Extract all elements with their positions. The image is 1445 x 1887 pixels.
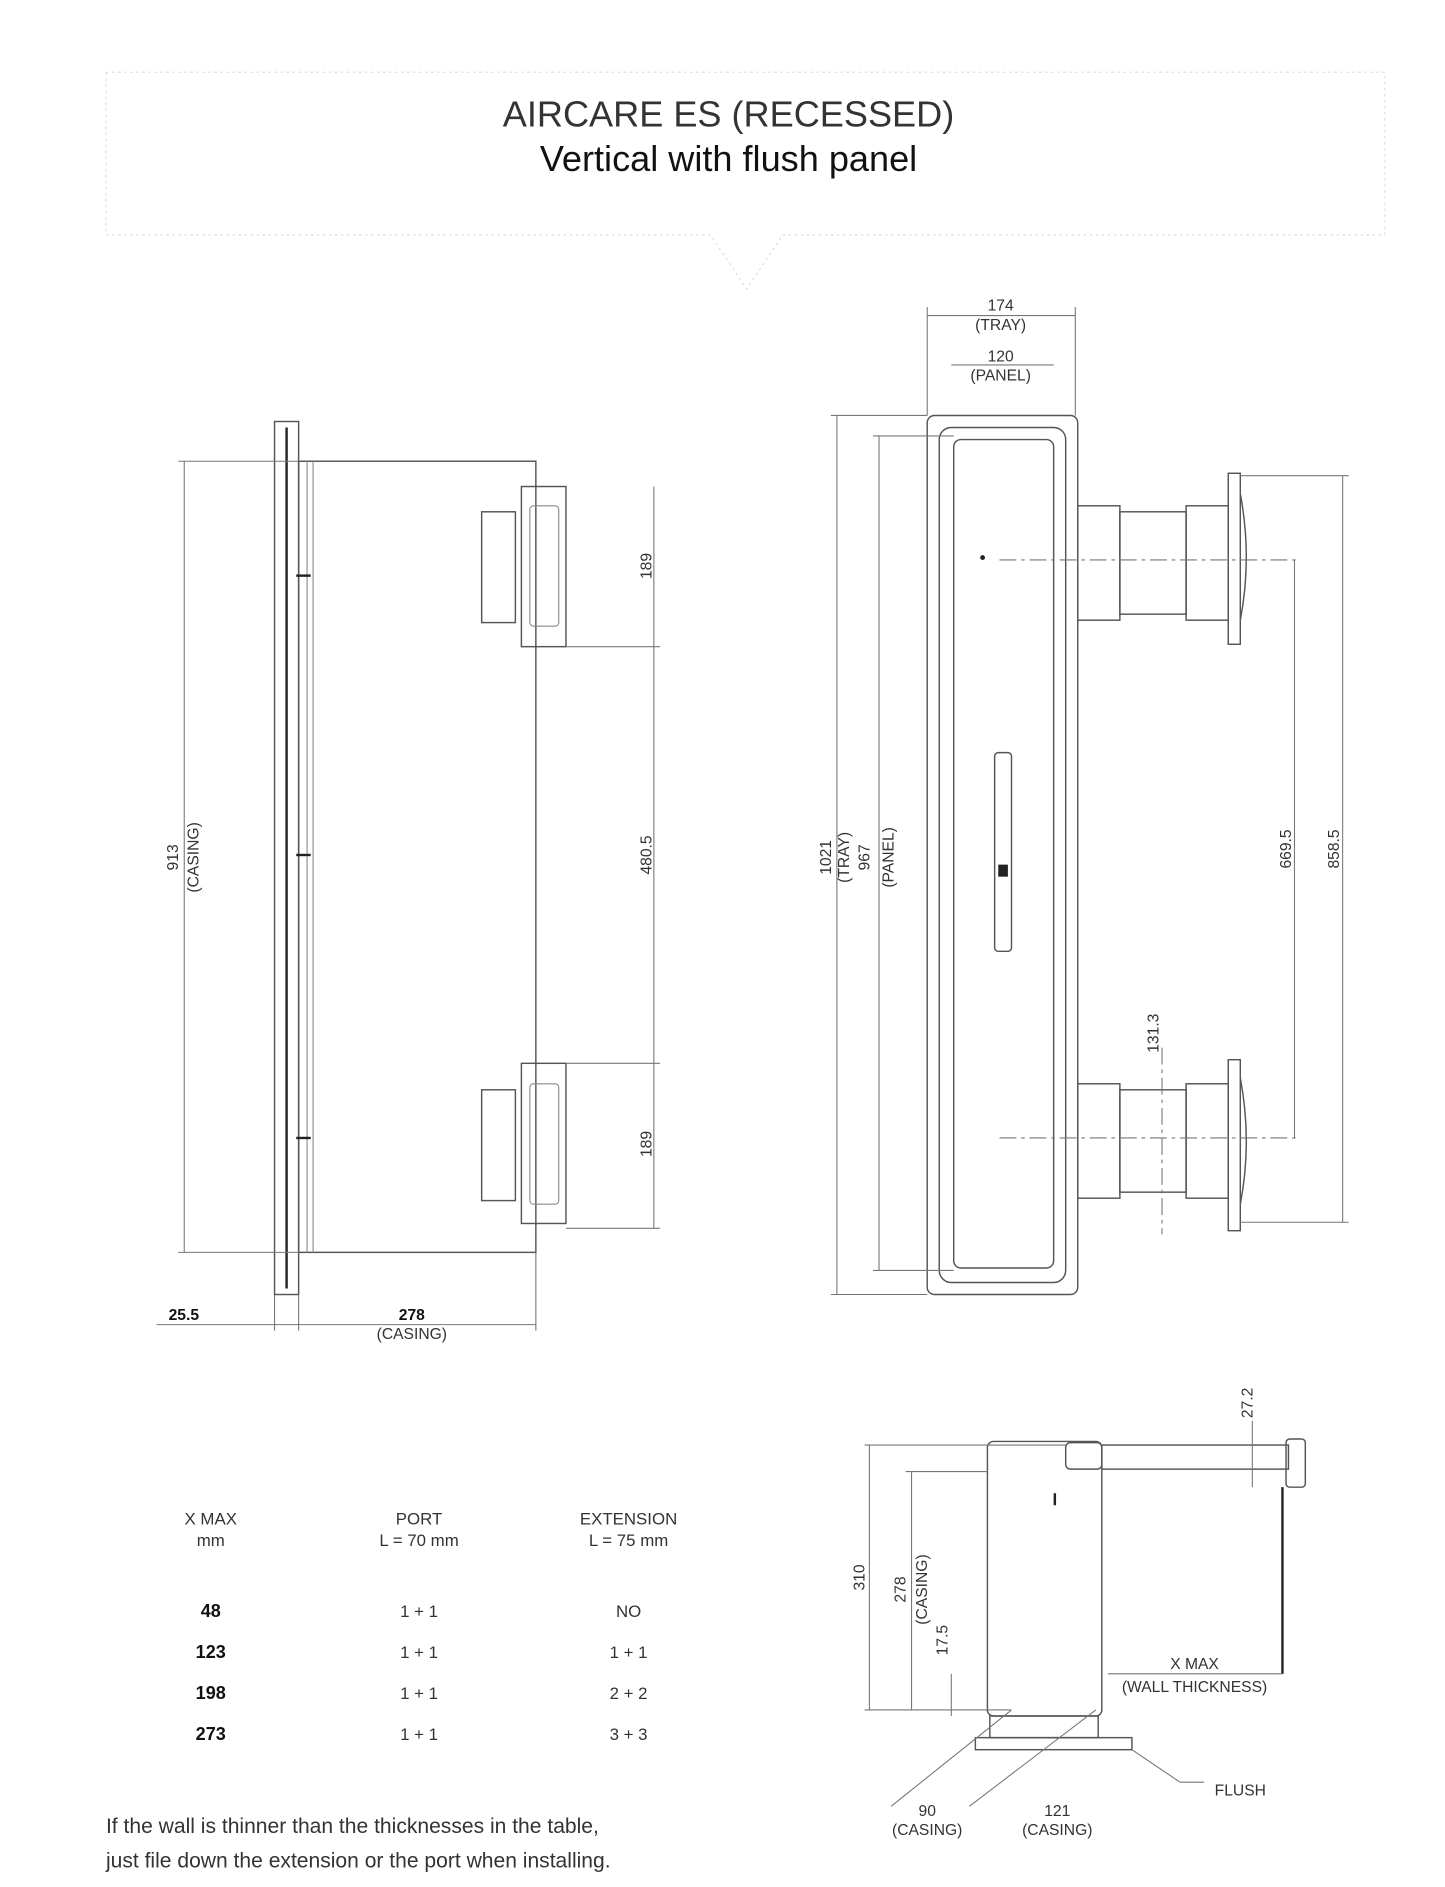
side-view-drawing (830, 307, 1349, 1296)
xmax-table: X MAX mm PORT L = 70 mm EXTENSION L = 75… (185, 1510, 678, 1745)
dim-panel-height-label: (PANEL) (880, 827, 897, 888)
dim-left-casing-label: (CASING) (892, 1822, 962, 1839)
cell-xmax: 198 (196, 1683, 226, 1703)
dim-casing-depth-top-label: (CASING) (914, 1554, 931, 1624)
table-header-xmax-unit: mm (197, 1531, 225, 1550)
top-view-drawing (864, 1420, 1307, 1807)
note-line-2: just file down the extension or the port… (105, 1850, 611, 1873)
cell-extension: 2 + 2 (610, 1684, 648, 1703)
cell-extension: NO (616, 1602, 641, 1621)
dim-tray-height-label: (TRAY) (836, 832, 853, 883)
dim-panel-width: 120 (988, 348, 1014, 365)
dim-tray-width-label: (TRAY) (975, 317, 1026, 334)
table-row: 48 1 + 1 NO (201, 1601, 642, 1621)
dim-middle: 480.5 (638, 835, 655, 874)
dim-casing-height-label: (CASING) (186, 822, 203, 892)
dim-tray-height: 1021 (818, 840, 835, 875)
table-row: 198 1 + 1 2 + 2 (196, 1683, 648, 1703)
dim-left-casing: 90 (919, 1803, 937, 1820)
dim-panel-width-label: (PANEL) (970, 368, 1031, 385)
dim-total-depth: 310 (852, 1564, 869, 1590)
cell-port: 1 + 1 (400, 1602, 438, 1621)
dim-tray-width: 174 (988, 298, 1014, 315)
page-title: AIRCARE ES (RECESSED) (503, 93, 954, 134)
table-row: 123 1 + 1 1 + 1 (196, 1642, 648, 1662)
dim-bracket-bottom: 189 (638, 1131, 655, 1157)
table-header-extension: EXTENSION (580, 1510, 677, 1529)
cell-port: 1 + 1 (400, 1725, 438, 1744)
dim-port-outer: 858.5 (1326, 829, 1343, 868)
cell-extension: 1 + 1 (610, 1643, 648, 1662)
dim-offset: 17.5 (935, 1625, 952, 1656)
dim-casing-depth-label: (CASING) (377, 1326, 447, 1343)
dim-port-offset: 131.3 (1145, 1013, 1162, 1052)
cell-xmax: 273 (196, 1724, 226, 1744)
dim-casing-depth-top: 278 (893, 1576, 910, 1602)
table-header-xmax: X MAX (185, 1510, 237, 1529)
table-header-port-length: L = 70 mm (379, 1531, 458, 1550)
cell-port: 1 + 1 (400, 1684, 438, 1703)
dim-pipe: 27.2 (1239, 1388, 1256, 1418)
dim-bracket-top: 189 (638, 553, 655, 579)
dim-right-casing-label: (CASING) (1022, 1822, 1092, 1839)
dim-right-casing: 121 (1044, 1803, 1070, 1820)
dim-flange: 25.5 (169, 1307, 200, 1324)
front-view-drawing (156, 420, 660, 1331)
dim-casing-depth: 278 (399, 1307, 425, 1324)
note-line-1: If the wall is thinner than the thicknes… (106, 1815, 599, 1838)
table-header-port: PORT (396, 1510, 443, 1529)
label-xmax: X MAX (1170, 1656, 1219, 1673)
cell-port: 1 + 1 (400, 1643, 438, 1662)
table-header-extension-length: L = 75 mm (589, 1531, 668, 1550)
label-wall-thickness: (WALL THICKNESS) (1122, 1679, 1267, 1696)
label-flush: FLUSH (1215, 1782, 1266, 1799)
cell-xmax: 123 (196, 1642, 226, 1662)
table-row: 273 1 + 1 3 + 3 (196, 1724, 648, 1744)
dim-panel-height: 967 (856, 844, 873, 870)
cell-extension: 3 + 3 (610, 1725, 648, 1744)
dim-casing-height: 913 (165, 844, 182, 870)
dim-port-spacing: 669.5 (1278, 829, 1295, 868)
cell-xmax: 48 (201, 1601, 221, 1621)
page-subtitle: Vertical with flush panel (540, 138, 917, 179)
